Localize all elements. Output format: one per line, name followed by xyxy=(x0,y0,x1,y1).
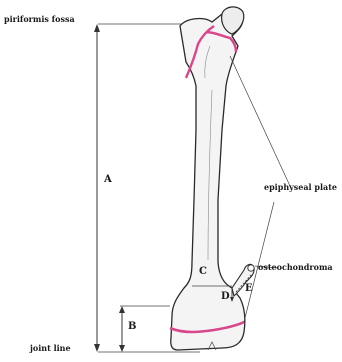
epiphyseal-plate-leader-line xyxy=(230,56,290,186)
dimension-b-arrow-top xyxy=(119,306,125,313)
label-a: A xyxy=(104,174,112,185)
label-joint-line: joint line xyxy=(30,343,71,353)
dimension-a-arrow-top xyxy=(94,24,100,32)
femur-shaft xyxy=(171,9,245,350)
dimension-b-arrow-bottom xyxy=(119,345,125,352)
label-c: C xyxy=(199,266,207,277)
label-piriformis-fossa: piriformis fossa xyxy=(4,14,75,24)
dimension-a-arrow-bottom xyxy=(94,344,100,352)
osteochondroma-cap xyxy=(248,265,254,271)
label-b: B xyxy=(128,321,136,332)
label-e: E xyxy=(245,283,253,294)
label-d: D xyxy=(221,291,230,302)
label-osteochondroma: osteochondroma xyxy=(258,262,333,272)
label-epiphyseal-plate: epiphyseal plate xyxy=(264,182,337,192)
